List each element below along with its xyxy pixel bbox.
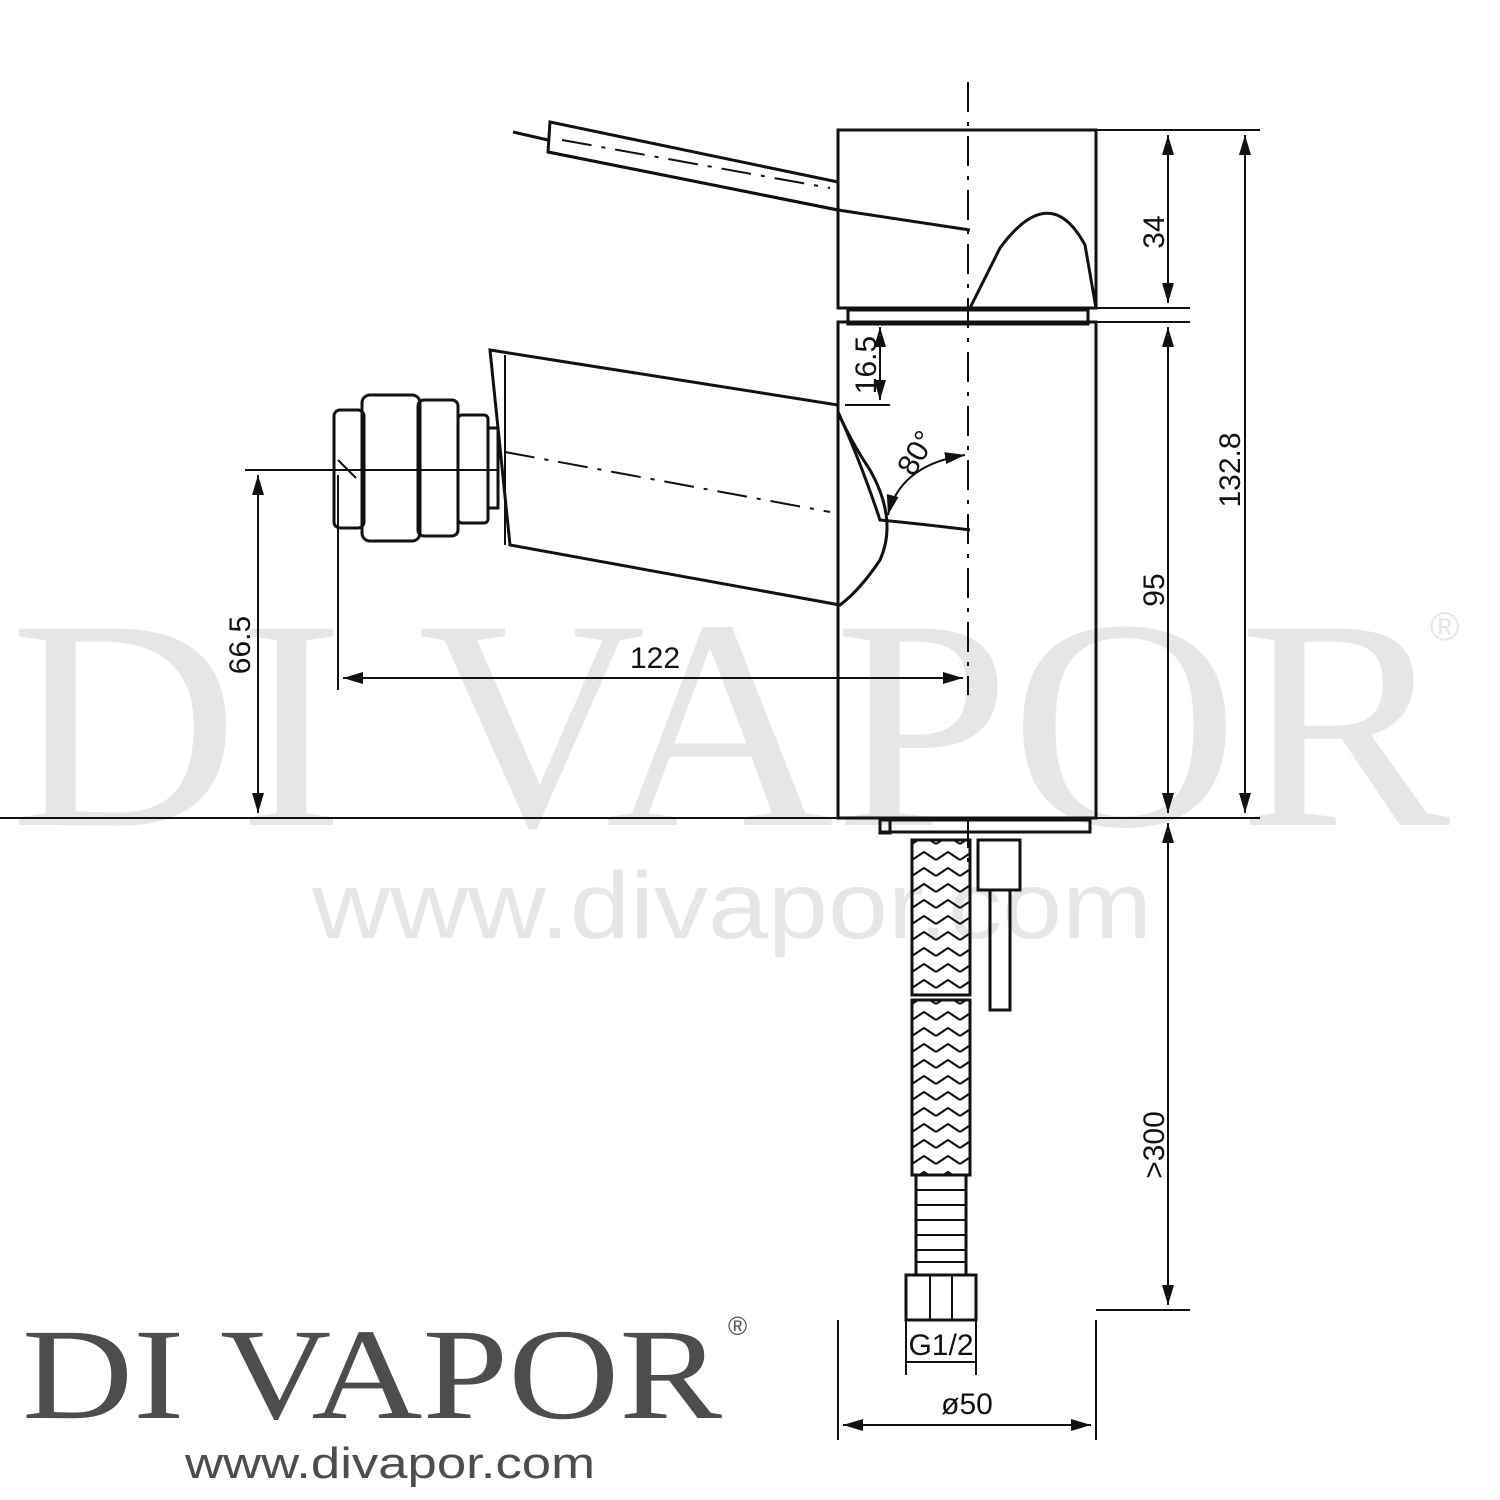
- watermark-registered-mark: ®: [1430, 605, 1459, 649]
- dimension-lines: [0, 129, 1260, 1440]
- dim-diameter: ø50: [941, 1388, 993, 1421]
- dim-angle: 80°: [891, 425, 942, 481]
- lever-underside: [547, 150, 971, 232]
- logo-url: www.divapor.com: [184, 1439, 595, 1488]
- centerlines: [504, 82, 969, 870]
- brand-logo: DI VAPOR ® www.divapor.com: [22, 1303, 747, 1488]
- aerator: [332, 393, 500, 543]
- dim-hose-length: >300: [1138, 1111, 1171, 1179]
- washer-left-edge: [878, 816, 892, 835]
- spout-joint: [836, 411, 971, 532]
- dim-handle-height: 34: [1138, 215, 1171, 248]
- watermark-url: www.divapor.com: [311, 853, 1152, 959]
- dim-gap-height: 16.5: [850, 336, 883, 394]
- dim-spout-height: 66.5: [224, 616, 257, 674]
- dim-spout-reach: 122: [630, 642, 680, 675]
- logo-brand-name: DI VAPOR: [22, 1303, 722, 1447]
- fixing-rod: [976, 838, 1022, 1012]
- watermark-brand: DI VAPOR: [10, 558, 1452, 890]
- handle-cutout: [968, 211, 1098, 309]
- logo-registered-mark: ®: [728, 1311, 747, 1341]
- lever-top: [546, 120, 840, 212]
- dim-thread: G1/2: [908, 1329, 973, 1362]
- flexible-hose: [904, 838, 978, 1322]
- dim-total-height: 132.8: [1214, 432, 1247, 507]
- lever-end: [512, 130, 549, 142]
- dim-body-height: 95: [1138, 573, 1171, 606]
- watermark: DI VAPOR ® www.divapor.com: [10, 558, 1459, 959]
